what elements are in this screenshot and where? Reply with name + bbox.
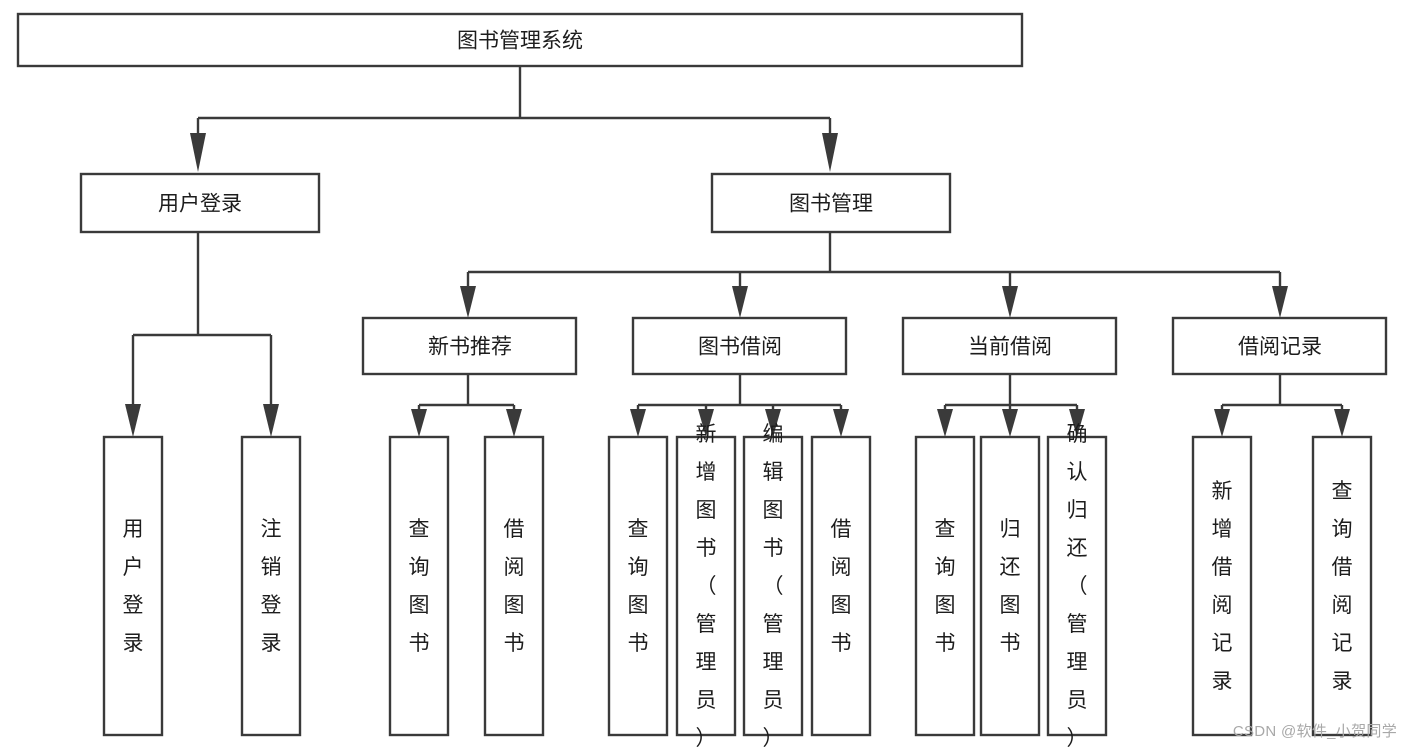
leaf-newbook-query-book-label: 查询图书 [409, 518, 430, 655]
node-new-book-label: 新书推荐 [428, 336, 512, 359]
connectors-layer [125, 66, 1350, 437]
node-user-login-box[interactable] [79, 172, 321, 234]
arrow-head-leaf-user-login [125, 404, 141, 437]
arrow-head-leaf-borrow-book-2 [833, 409, 849, 437]
node-new-book-box[interactable] [361, 316, 578, 376]
node-user-login[interactable]: 用户登录 [79, 172, 321, 234]
leaf-bookborrow-borrow-book[interactable]: 借阅图书 [810, 435, 872, 737]
node-root-box[interactable] [16, 12, 1024, 68]
node-current-borrow-label: 当前借阅 [968, 336, 1052, 359]
leaf-logout-box[interactable] [240, 435, 302, 737]
arrow-head-leaf-edit-book [765, 409, 781, 437]
leaf-currentborrow-return-book[interactable]: 归还图书 [979, 435, 1041, 737]
node-root[interactable]: 图书管理系统 [16, 12, 1024, 68]
arrow-head-leaf-borrow-book-1 [506, 409, 522, 437]
leaf-newbook-borrow-book[interactable]: 借阅图书 [483, 435, 545, 737]
arrow-head-leaf-query-book-2 [630, 409, 646, 437]
node-borrow-record-label: 借阅记录 [1238, 336, 1322, 359]
leaf-borrowrecord-add-record-label: 新增借阅记录 [1212, 480, 1233, 693]
leaf-bookborrow-edit-book-label: 编辑图书（管理员） [763, 423, 784, 747]
arrow-head-leaf-query-book-1 [411, 409, 427, 437]
arrow-head-new-book [460, 286, 476, 318]
node-book-manage-label: 图书管理 [789, 193, 873, 216]
leaf-currentborrow-confirm-return-box[interactable] [1046, 435, 1108, 737]
leaf-currentborrow-query-book-label: 查询图书 [935, 518, 956, 655]
leaf-bookborrow-add-book[interactable]: 新增图书（管理员） [675, 423, 737, 747]
leaf-logout-label: 注销登录 [261, 518, 282, 655]
arrow-head-book-manage [822, 133, 838, 172]
arrow-head-borrow-record [1272, 286, 1288, 318]
node-book-manage[interactable]: 图书管理 [710, 172, 952, 234]
arrow-head-user-login [190, 133, 206, 172]
leaf-bookborrow-edit-book[interactable]: 编辑图书（管理员） [742, 423, 804, 747]
node-book-borrow-box[interactable] [631, 316, 848, 376]
leaf-bookborrow-query-book-label: 查询图书 [628, 518, 649, 655]
node-root-label: 图书管理系统 [457, 30, 583, 53]
node-book-borrow-label: 图书借阅 [698, 336, 782, 359]
node-borrow-record-box[interactable] [1171, 316, 1388, 376]
leaf-currentborrow-query-book-box[interactable] [914, 435, 976, 737]
leaf-newbook-borrow-book-label: 借阅图书 [504, 518, 525, 655]
leaf-bookborrow-query-book-box[interactable] [607, 435, 669, 737]
arrow-head-leaf-add-book [698, 409, 714, 437]
leaf-newbook-query-book[interactable]: 查询图书 [388, 435, 450, 737]
arrow-head-current-borrow [1002, 286, 1018, 318]
leaf-newbook-query-book-box[interactable] [388, 435, 450, 737]
leaf-bookborrow-add-book-label: 新增图书（管理员） [696, 423, 717, 747]
leaf-borrowrecord-add-record-box[interactable] [1191, 435, 1253, 737]
leaf-user-login-label: 用户登录 [123, 518, 144, 655]
leaf-user-login[interactable]: 用户登录 [102, 435, 164, 737]
leaf-bookborrow-borrow-book-box[interactable] [810, 435, 872, 737]
leaf-borrowrecord-query-record[interactable]: 查询借阅记录 [1311, 435, 1373, 737]
arrow-head-leaf-query-record [1334, 409, 1350, 437]
arrow-head-leaf-return-book [1002, 409, 1018, 437]
node-borrow-record[interactable]: 借阅记录 [1171, 316, 1388, 376]
node-book-manage-box[interactable] [710, 172, 952, 234]
leaf-borrowrecord-query-record-box[interactable] [1311, 435, 1373, 737]
node-user-login-label: 用户登录 [158, 193, 242, 216]
node-book-borrow[interactable]: 图书借阅 [631, 316, 848, 376]
arrow-head-book-borrow [732, 286, 748, 318]
leaf-currentborrow-return-book-box[interactable] [979, 435, 1041, 737]
leaf-logout[interactable]: 注销登录 [240, 435, 302, 737]
arrow-head-leaf-confirm-return [1069, 409, 1085, 437]
leaf-borrowrecord-query-record-label: 查询借阅记录 [1332, 480, 1353, 693]
arrow-head-leaf-query-book-3 [937, 409, 953, 437]
node-new-book[interactable]: 新书推荐 [361, 316, 578, 376]
leaf-bookborrow-borrow-book-label: 借阅图书 [831, 518, 852, 655]
leaf-currentborrow-return-book-label: 归还图书 [1000, 518, 1021, 655]
leaf-currentborrow-confirm-return[interactable]: 确认归还（管理员） [1046, 423, 1108, 747]
leaf-currentborrow-query-book[interactable]: 查询图书 [914, 435, 976, 737]
arrow-head-leaf-add-record [1214, 409, 1230, 437]
leaf-currentborrow-confirm-return-label: 确认归还（管理员） [1067, 423, 1088, 747]
leaf-bookborrow-query-book[interactable]: 查询图书 [607, 435, 669, 737]
node-current-borrow[interactable]: 当前借阅 [901, 316, 1118, 376]
leaf-user-login-box[interactable] [102, 435, 164, 737]
leaf-newbook-borrow-book-box[interactable] [483, 435, 545, 737]
leaf-bookborrow-add-book-box[interactable] [675, 435, 737, 737]
node-current-borrow-box[interactable] [901, 316, 1118, 376]
arrow-head-leaf-logout [263, 404, 279, 437]
leaf-borrowrecord-add-record[interactable]: 新增借阅记录 [1191, 435, 1253, 737]
leaf-bookborrow-edit-book-box[interactable] [742, 435, 804, 737]
